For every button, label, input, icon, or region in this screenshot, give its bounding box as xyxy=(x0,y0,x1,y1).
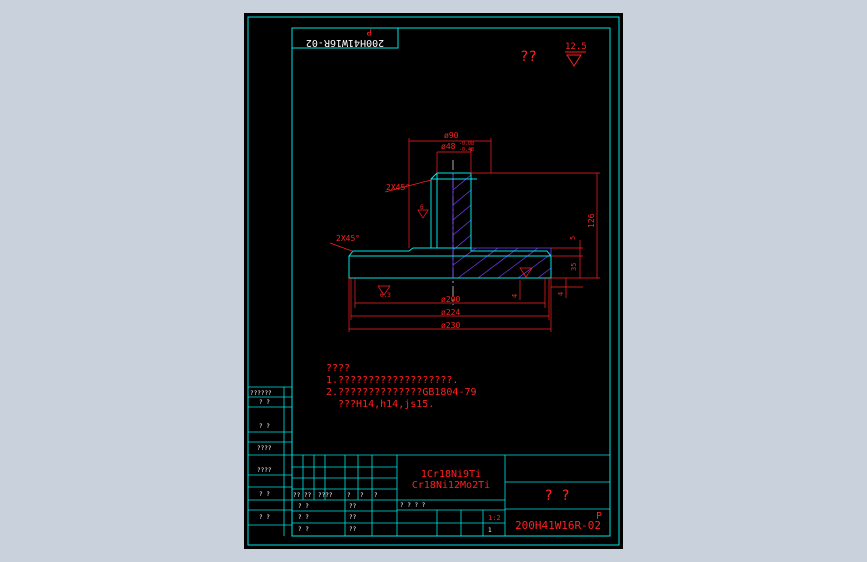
title-block-left-rows: ? ? ? ? ? ??????? xyxy=(298,503,357,533)
dim-d224: ø224 xyxy=(441,308,460,317)
chamfer-bottom-leader xyxy=(329,242,353,252)
dim-height-5: 5 xyxy=(569,236,577,240)
header-cell: ?? xyxy=(293,492,301,499)
section-hatch-lines xyxy=(452,174,552,279)
dim-tol-upper: -0.08 xyxy=(459,141,474,147)
roughness-right-symbol xyxy=(519,267,533,278)
left-row-label-2: ?? xyxy=(349,526,357,533)
bottom-dimensions xyxy=(348,278,552,332)
rotated-code-text: 200H41W16R-02 xyxy=(306,37,384,48)
roughness-note-text: ?? xyxy=(520,49,537,65)
header-cell: ? xyxy=(360,492,364,499)
dim-height-35: 35 xyxy=(570,263,578,271)
side-label-2: ? ? xyxy=(259,399,270,406)
roughness-bottom-symbol xyxy=(377,285,391,296)
top-dimensions xyxy=(408,138,492,248)
notes-line-1: 1.???????????????????. xyxy=(326,375,458,386)
dim-small-4: 4 xyxy=(511,294,519,298)
title-block-grid xyxy=(292,454,610,536)
roughness-left-symbol xyxy=(417,209,429,219)
rotated-code-suffix: P xyxy=(366,26,372,36)
header-cell: ?? xyxy=(304,492,312,499)
left-row-label: ? ? xyxy=(298,503,309,510)
header-cell: ? xyxy=(374,492,378,499)
side-column-grid xyxy=(248,386,292,536)
dim-width-6: 6 xyxy=(420,204,424,211)
side-label-5: ???? xyxy=(257,467,272,474)
notes-line-2: 2.??????????????GB1804-79 xyxy=(326,387,477,398)
left-row-label: ? ? xyxy=(298,514,309,521)
title-block-header-cells: ??????????? xyxy=(293,492,378,499)
sheet-outer-border xyxy=(247,16,620,546)
left-row-label-2: ?? xyxy=(349,514,357,521)
dim-d230: ø230 xyxy=(441,321,460,330)
left-row-label: ? ? xyxy=(298,526,309,533)
notes-line-3: ???H14,h14,js15. xyxy=(338,399,434,410)
header-cell: ? xyxy=(347,492,351,499)
dim-d200: ø200 xyxy=(441,295,460,304)
row-label: ? ? ? ? xyxy=(400,502,426,509)
part-outline xyxy=(348,172,552,279)
drawing-number-suffix: P xyxy=(596,511,602,522)
chamfer-top: 2X45° xyxy=(386,183,410,192)
roughness-value: 12.5 xyxy=(565,42,587,52)
dim-height-126: 126 xyxy=(587,213,596,228)
dim-d48: ø48 xyxy=(441,142,456,151)
notes-heading: ???? xyxy=(326,363,350,374)
scale-value: 1:2 xyxy=(488,514,501,522)
sheet-inner-border xyxy=(291,27,611,537)
chamfer-bottom: 2X45° xyxy=(336,234,360,243)
dim-step-4: 4 xyxy=(557,292,565,296)
drawing-number: 200H41W16R-02 xyxy=(515,519,601,532)
chamfer-top-leader xyxy=(384,179,432,193)
rotated-code-box xyxy=(291,27,399,49)
part-name: ? ? xyxy=(544,488,569,504)
side-label-6: ? ? xyxy=(259,491,270,498)
roughness-6-3: 6.3 xyxy=(380,292,391,299)
side-label-top: ?????? xyxy=(250,390,272,397)
material-line-2: Cr18Ni12Mo2Ti xyxy=(412,480,490,491)
sheet-count: 1 xyxy=(488,527,492,534)
right-dimensions xyxy=(471,172,600,298)
dim-d90: ø90 xyxy=(444,131,459,140)
roughness-symbol xyxy=(565,51,586,67)
drawing-canvas xyxy=(244,13,623,549)
dim-tol-lower: -0.48 xyxy=(459,147,474,153)
side-label-4: ???? xyxy=(257,445,272,452)
side-label-7: ? ? xyxy=(259,514,270,521)
side-label-3: ? ? xyxy=(259,423,270,430)
left-row-label-2: ?? xyxy=(349,503,357,510)
header-cell: ???? xyxy=(318,492,333,499)
material-line-1: 1Cr18Ni9Ti xyxy=(421,469,481,480)
